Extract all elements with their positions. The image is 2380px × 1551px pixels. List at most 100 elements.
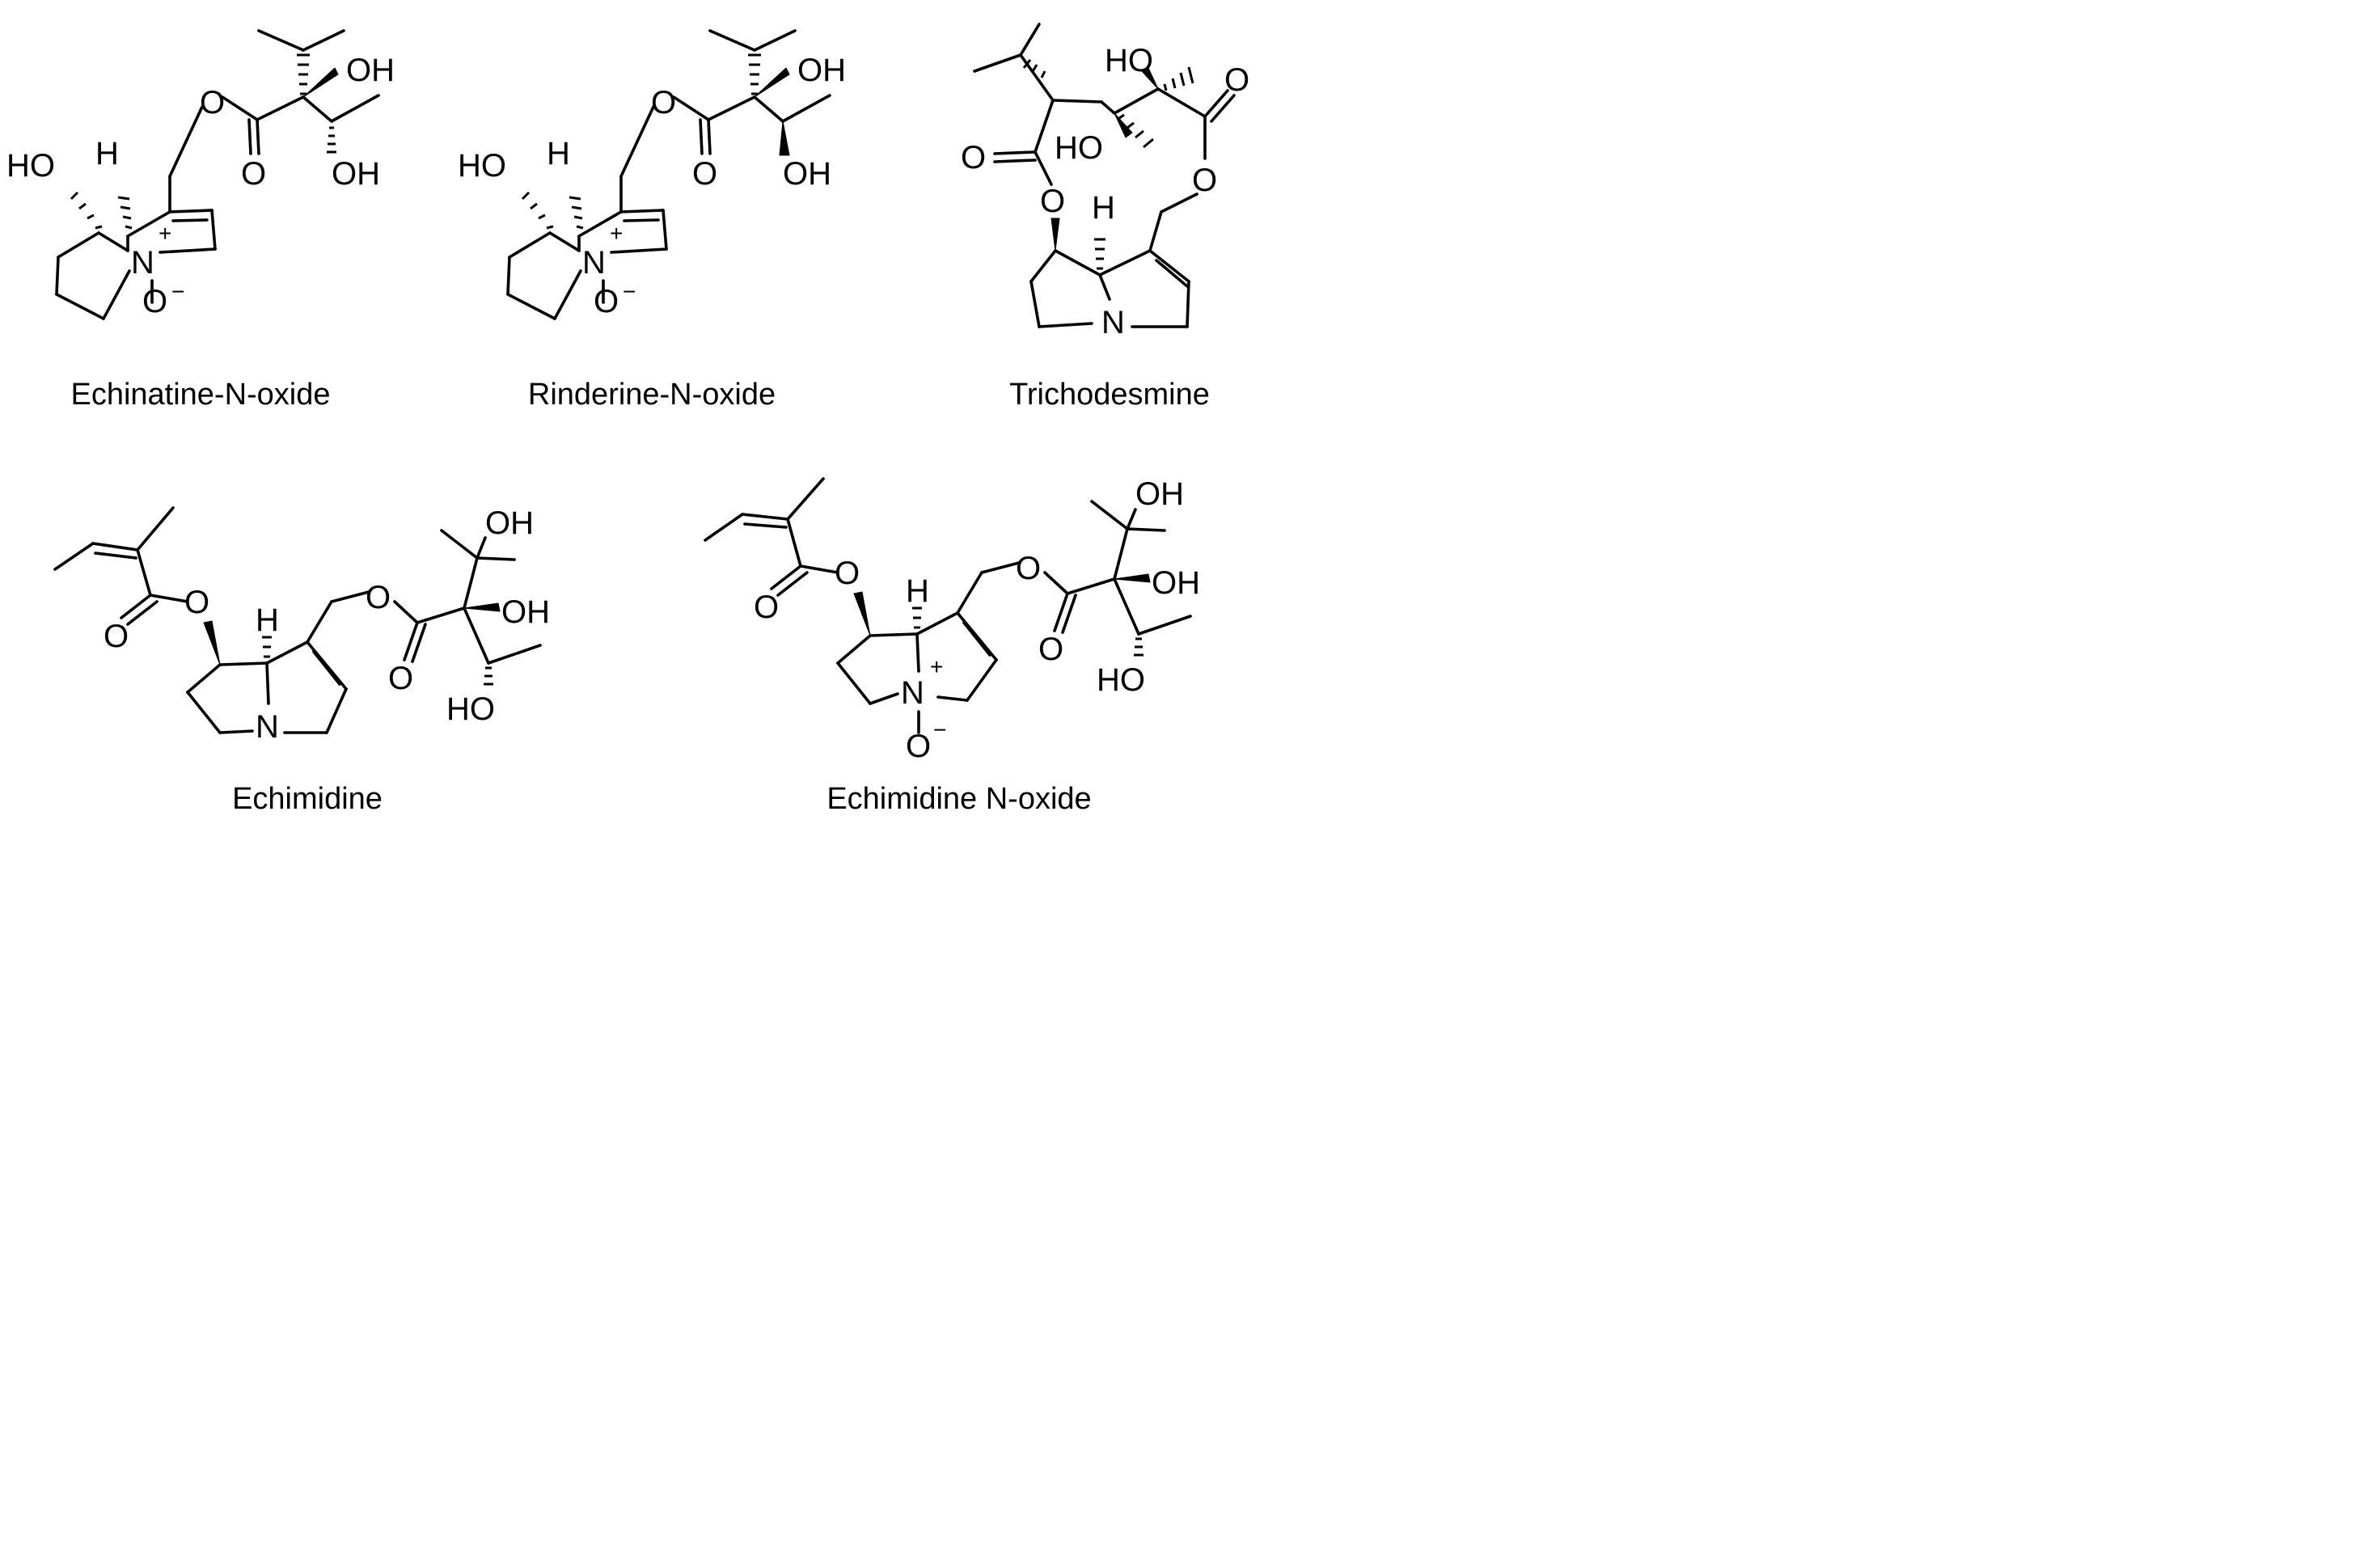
stereo-bonds — [853, 573, 1151, 657]
compound-trichodesmine: HO O HO O O O H N Trichodesmine — [961, 23, 1249, 412]
wedge-bond — [302, 67, 339, 98]
compound-name: Echimidine — [232, 782, 383, 816]
hashed-bond — [1134, 637, 1143, 657]
bonds — [704, 477, 1192, 734]
compound-name: Rinderine-N-oxide — [528, 378, 776, 412]
compound-echimidine-n-oxide: O O H O OH OH O HO N + O − Echimidine N-… — [704, 476, 1200, 816]
positive-charge-label: + — [610, 221, 623, 246]
positive-charge-label: + — [159, 221, 171, 246]
bonds — [53, 506, 542, 734]
stereo-bonds — [70, 53, 339, 230]
ester-oxygen-label: O — [1192, 163, 1217, 198]
ester-oxygen-label: O — [1040, 184, 1065, 219]
nitrogen-label: N — [131, 245, 154, 281]
carbonyl-oxygen-label: O — [692, 156, 717, 192]
n-oxide-oxygen-label: O — [594, 284, 619, 319]
positive-charge-label: + — [930, 654, 943, 679]
hashed-bond — [1118, 113, 1154, 149]
hashed-bond — [117, 196, 133, 230]
carbonyl-oxygen-label: O — [104, 619, 129, 654]
bonds — [55, 29, 380, 320]
ho-label: HO — [458, 148, 506, 184]
hashed-bond — [569, 196, 584, 230]
hashed-bond — [262, 636, 272, 658]
hashed-bond — [1094, 238, 1105, 270]
bonds — [506, 29, 831, 320]
stereo-bonds — [203, 602, 501, 686]
compound-rinderine-n-oxide: OH O O OH HO H N + O − Rinderine-N-oxide — [458, 29, 846, 412]
ho-label: HO — [1105, 43, 1153, 78]
negative-charge-label: − — [933, 717, 946, 742]
oh-label: OH — [783, 156, 831, 192]
compound-name: Echinatine-N-oxide — [70, 378, 330, 412]
carbonyl-oxygen-label: O — [388, 661, 413, 696]
nitrogen-label: N — [1101, 305, 1125, 340]
oh-label: OH — [332, 156, 380, 192]
wedge-bond — [203, 620, 221, 666]
hashed-bond — [912, 606, 922, 629]
oh-label: OH — [1135, 476, 1184, 512]
compound-echinatine-n-oxide: OH O O OH HO H N + O − Echinatine-N-oxid… — [6, 29, 395, 412]
hashed-bond — [1022, 59, 1046, 78]
hashed-bond — [521, 191, 554, 230]
ho-label: HO — [1097, 662, 1145, 698]
nitrogen-label: N — [256, 709, 279, 745]
compound-name: Echimidine N-oxide — [826, 782, 1091, 816]
structure-figure: OH O O OH HO H N + O − Echinatine-N-oxid… — [0, 0, 1268, 826]
ho-label: HO — [446, 691, 495, 727]
atom-labels: HO O HO O O O H N — [961, 43, 1249, 340]
hydrogen-label: H — [906, 573, 929, 609]
hydrogen-label: H — [547, 136, 570, 171]
wedge-bond — [1114, 112, 1133, 138]
oh-label: OH — [797, 53, 846, 88]
hydrogen-label: H — [95, 136, 119, 171]
atom-labels: OH O O OH HO H N + O − — [458, 53, 846, 319]
wedge-bond — [1050, 218, 1060, 251]
stereo-bonds — [1022, 59, 1194, 270]
hashed-bond — [484, 666, 493, 686]
oh-label: OH — [1152, 565, 1200, 601]
carbonyl-oxygen-label: O — [961, 140, 986, 175]
ester-oxygen-label: O — [184, 585, 209, 620]
ho-label: HO — [6, 148, 55, 184]
wedge-bond — [853, 591, 871, 636]
negative-charge-label: − — [623, 279, 636, 304]
wedge-bond — [754, 67, 790, 98]
atom-labels: O O H O OH OH O HO N — [104, 505, 550, 745]
wedge-bond — [1141, 67, 1159, 90]
ester-oxygen-label: O — [366, 580, 391, 615]
ho-label: HO — [1055, 130, 1103, 166]
oh-label: OH — [501, 594, 550, 630]
nitrogen-label: N — [582, 245, 606, 281]
hydrogen-label: H — [256, 602, 279, 638]
carbonyl-oxygen-label: O — [241, 156, 266, 192]
nitrogen-label: N — [901, 675, 924, 711]
compound-echimidine: O O H O OH OH O HO N Echimidine — [53, 505, 550, 816]
hashed-bond — [70, 191, 103, 230]
hashed-bond — [1163, 66, 1194, 91]
negative-charge-label: − — [171, 279, 184, 304]
bonds — [973, 23, 1236, 328]
stereo-bonds — [521, 53, 790, 230]
hashed-bond — [748, 53, 761, 95]
hashed-bond — [327, 126, 336, 154]
ester-oxygen-label: O — [1016, 551, 1041, 586]
atom-labels: O O H O OH OH O HO N + O − — [754, 476, 1200, 764]
ester-oxygen-label: O — [651, 85, 676, 120]
carbonyl-oxygen-label: O — [1224, 62, 1249, 98]
n-oxide-oxygen-label: O — [906, 729, 931, 764]
ester-oxygen-label: O — [200, 85, 225, 120]
hashed-bond — [297, 53, 310, 95]
wedge-bond — [779, 120, 790, 156]
wedge-bond — [1114, 573, 1151, 583]
n-oxide-oxygen-label: O — [142, 284, 167, 319]
ester-oxygen-label: O — [835, 556, 860, 591]
hydrogen-label: H — [1092, 190, 1115, 226]
wedge-bond — [463, 602, 501, 612]
oh-label: OH — [346, 53, 395, 88]
oh-label: OH — [485, 505, 534, 541]
carbonyl-oxygen-label: O — [754, 590, 779, 625]
carbonyl-oxygen-label: O — [1038, 632, 1063, 667]
atom-labels: OH O O OH HO H N + O − — [6, 53, 395, 319]
compound-name: Trichodesmine — [1009, 378, 1210, 412]
